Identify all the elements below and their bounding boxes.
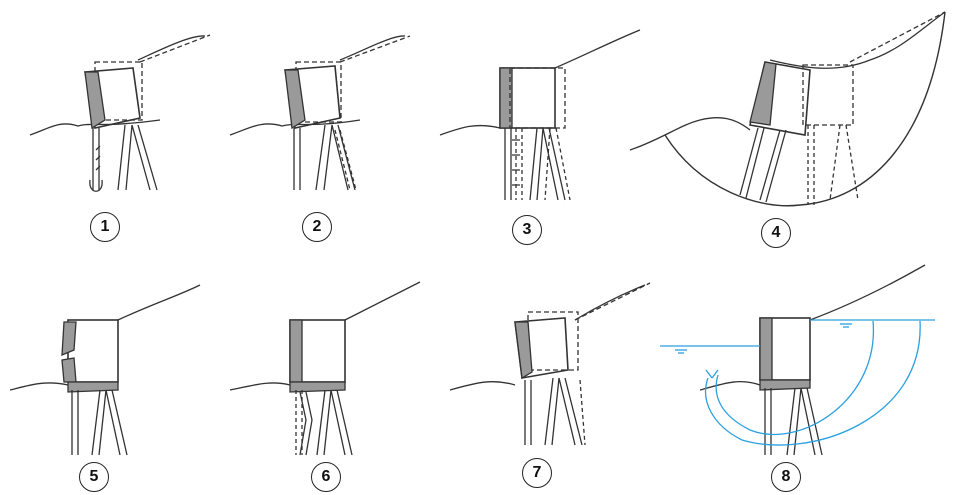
panel-number-5: 5	[79, 462, 109, 492]
panel-number-6: 6	[311, 462, 341, 492]
panel-number-8: 8	[771, 462, 801, 492]
panel-number-4: 4	[761, 218, 791, 248]
panel-number-3: 3	[512, 215, 542, 245]
panel-number-2: 2	[302, 212, 332, 242]
panel-number-7: 7	[522, 458, 552, 488]
panel-number-1: 1	[90, 212, 120, 242]
